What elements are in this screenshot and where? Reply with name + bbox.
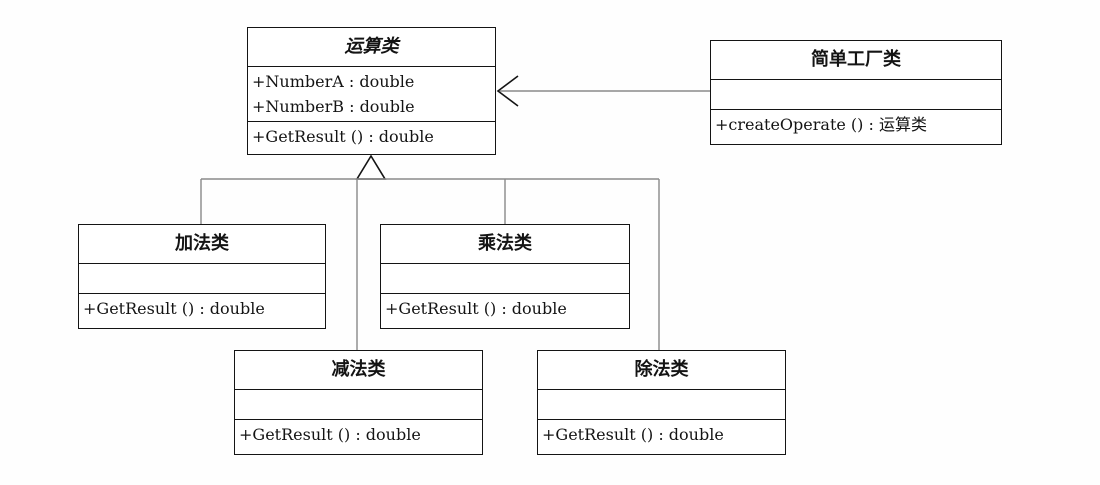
class-name: 简单工厂类: [711, 41, 1001, 80]
operation-get-result: +GetResult () : double: [542, 425, 724, 444]
class-divide[interactable]: 除法类 +GetResult () : double: [537, 350, 786, 455]
operation-create-operate: +createOperate () : 运算类: [715, 115, 927, 134]
operation-get-result: +GetResult () : double: [83, 299, 265, 318]
class-operations: +GetResult () : double: [248, 122, 495, 151]
class-name: 除法类: [538, 351, 785, 390]
operation-get-result: +GetResult () : double: [239, 425, 421, 444]
class-operations: +GetResult () : double: [381, 294, 629, 323]
attribute-number-b: +NumberB : double: [252, 97, 415, 116]
class-attributes: [79, 264, 325, 294]
class-attributes: [235, 390, 482, 420]
class-operations: +GetResult () : double: [538, 420, 785, 449]
class-operation[interactable]: 运算类 +NumberA : double +NumberB : double …: [247, 27, 496, 155]
class-subtract[interactable]: 减法类 +GetResult () : double: [234, 350, 483, 455]
class-attributes: [711, 80, 1001, 110]
class-operations: +createOperate () : 运算类: [711, 110, 1001, 139]
inheritance-triangle: [355, 154, 387, 180]
class-multiply[interactable]: 乘法类 +GetResult () : double: [380, 224, 630, 329]
open-arrow-head: [496, 75, 519, 107]
class-factory[interactable]: 简单工厂类 +createOperate () : 运算类: [710, 40, 1002, 145]
class-attributes: [538, 390, 785, 420]
operation-get-result: +GetResult () : double: [252, 127, 434, 146]
class-name: 乘法类: [381, 225, 629, 264]
class-name: 加法类: [79, 225, 325, 264]
operation-get-result: +GetResult () : double: [385, 299, 567, 318]
class-add[interactable]: 加法类 +GetResult () : double: [78, 224, 326, 329]
class-name: 运算类: [248, 28, 495, 67]
class-attributes: [381, 264, 629, 294]
attribute-number-a: +NumberA : double: [252, 72, 415, 91]
class-operations: +GetResult () : double: [235, 420, 482, 449]
class-name: 减法类: [235, 351, 482, 390]
class-attributes: +NumberA : double +NumberB : double: [248, 67, 495, 122]
class-operations: +GetResult () : double: [79, 294, 325, 323]
